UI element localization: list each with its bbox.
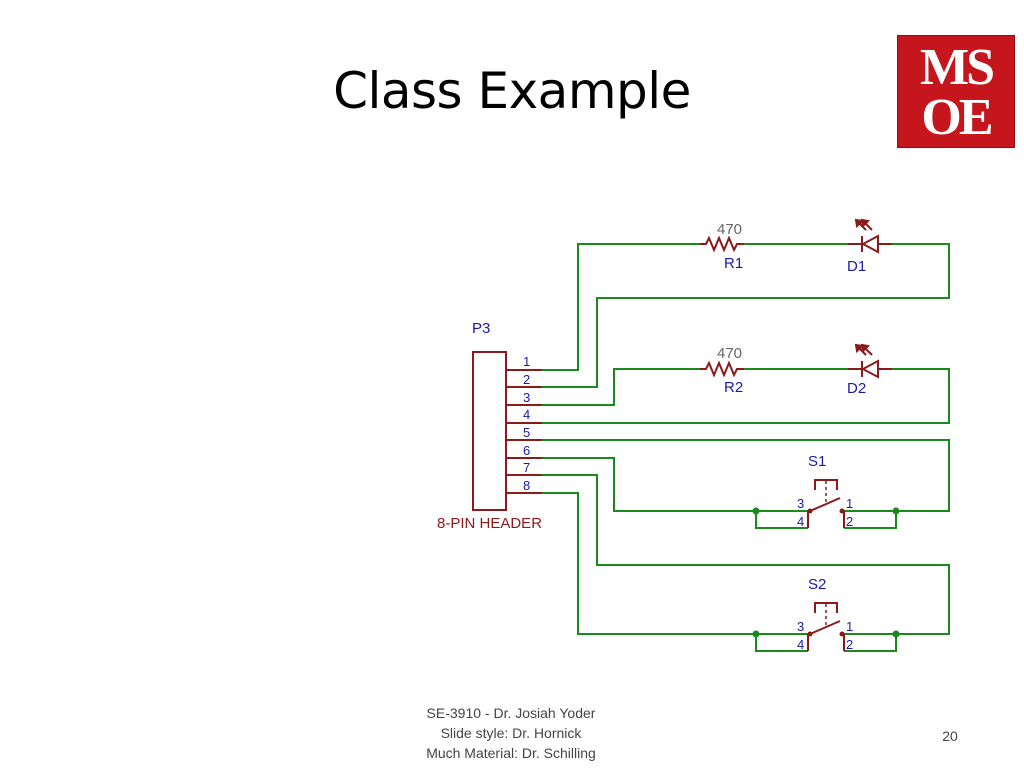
header-name: 8-PIN HEADER: [437, 515, 542, 532]
wire-s1-right-loop: [844, 511, 897, 529]
switch-pin-number: 1: [846, 619, 853, 634]
header-body: [472, 351, 507, 511]
led-triangle: [860, 359, 879, 379]
switch-pin-number: 4: [797, 514, 804, 529]
wires: [542, 243, 950, 652]
wire-pin1-r1: [542, 243, 700, 371]
led-d2: [848, 343, 892, 379]
led-designator: D1: [847, 258, 866, 275]
resistor-designator: R2: [724, 379, 743, 396]
header-pin-number: 4: [523, 407, 530, 422]
header-pin-number: 1: [523, 354, 530, 369]
switch-button: [814, 479, 838, 490]
resistor-r1: 470 R1: [700, 221, 744, 272]
resistor-zigzag: [700, 235, 744, 253]
switch-pin-number: 4: [797, 637, 804, 652]
led-arrow-head: [854, 343, 865, 354]
page-number: 20: [942, 728, 958, 744]
footer-line-3: Much Material: Dr. Schilling: [426, 745, 596, 761]
resistor-r2: 470 R2: [700, 345, 744, 396]
switch-lever: [809, 620, 841, 635]
footer-line-2: Slide style: Dr. Hornick: [440, 725, 582, 741]
footer-line-1: SE-3910 - Dr. Josiah Yoder: [426, 705, 596, 721]
switch-lever: [809, 497, 841, 512]
led-arrow-head: [854, 218, 865, 229]
switch-pin-number: 2: [846, 514, 853, 529]
junctions: [752, 507, 900, 638]
switch-pin-number: 2: [846, 637, 853, 652]
wire-d2-pin4: [542, 368, 950, 424]
wire-pin6-s1: [542, 457, 756, 512]
junction-dot: [892, 630, 900, 638]
switch-designator: S1: [808, 453, 826, 470]
header-pin-number: 5: [523, 425, 530, 440]
header-p3: 1 2 3 4 5 6 7 8 P3 8-PIN HEADER: [437, 320, 542, 532]
junction-dot: [752, 630, 760, 638]
logo-line-2: OE: [921, 89, 993, 146]
header-pin-number: 6: [523, 443, 530, 458]
wire-s2-left-loop: [755, 634, 808, 652]
wire-pin3-r2: [542, 368, 700, 406]
resistor-designator: R1: [724, 255, 743, 272]
switch-contact: [807, 508, 813, 514]
logo-line-1: MS: [920, 39, 995, 96]
wire-pin5-common: [542, 439, 950, 512]
switch-pin-number: 3: [797, 496, 804, 511]
junction-dot: [892, 507, 900, 515]
junction-dot: [752, 507, 760, 515]
wire-d1-pin2: [542, 243, 950, 388]
led-arrow-head: [860, 343, 871, 354]
wire-s2-right-loop: [844, 634, 897, 652]
header-pin-number: 3: [523, 390, 530, 405]
header-pin-number: 7: [523, 460, 530, 475]
wire-pin8-s2: [542, 492, 756, 635]
header-pin-number: 2: [523, 372, 530, 387]
header-pin-number: 8: [523, 478, 530, 493]
resistor-value: 470: [717, 221, 742, 238]
resistor-zigzag: [700, 360, 744, 378]
slide-title: Class Example: [333, 62, 691, 120]
switch-button: [814, 602, 838, 613]
led-d1: [848, 218, 892, 254]
switch-pin-number: 1: [846, 496, 853, 511]
switch-s1: 3 1 4 2 S1: [797, 453, 853, 529]
led-triangle: [860, 234, 879, 254]
header-designator: P3: [472, 320, 490, 337]
switch-s2: 3 1 4 2 S2: [797, 576, 853, 652]
switch-pin-number: 3: [797, 619, 804, 634]
switch-contact: [807, 631, 813, 637]
led-designator: D2: [847, 380, 866, 397]
resistor-value: 470: [717, 345, 742, 362]
wire-s1-left-loop: [755, 511, 808, 529]
led-arrow-head: [860, 218, 871, 229]
switch-contact: [839, 508, 845, 514]
switch-designator: S2: [808, 576, 826, 593]
wire-pin7: [542, 474, 950, 635]
switch-contact: [839, 631, 845, 637]
msoe-logo: MS OE: [897, 35, 1015, 148]
